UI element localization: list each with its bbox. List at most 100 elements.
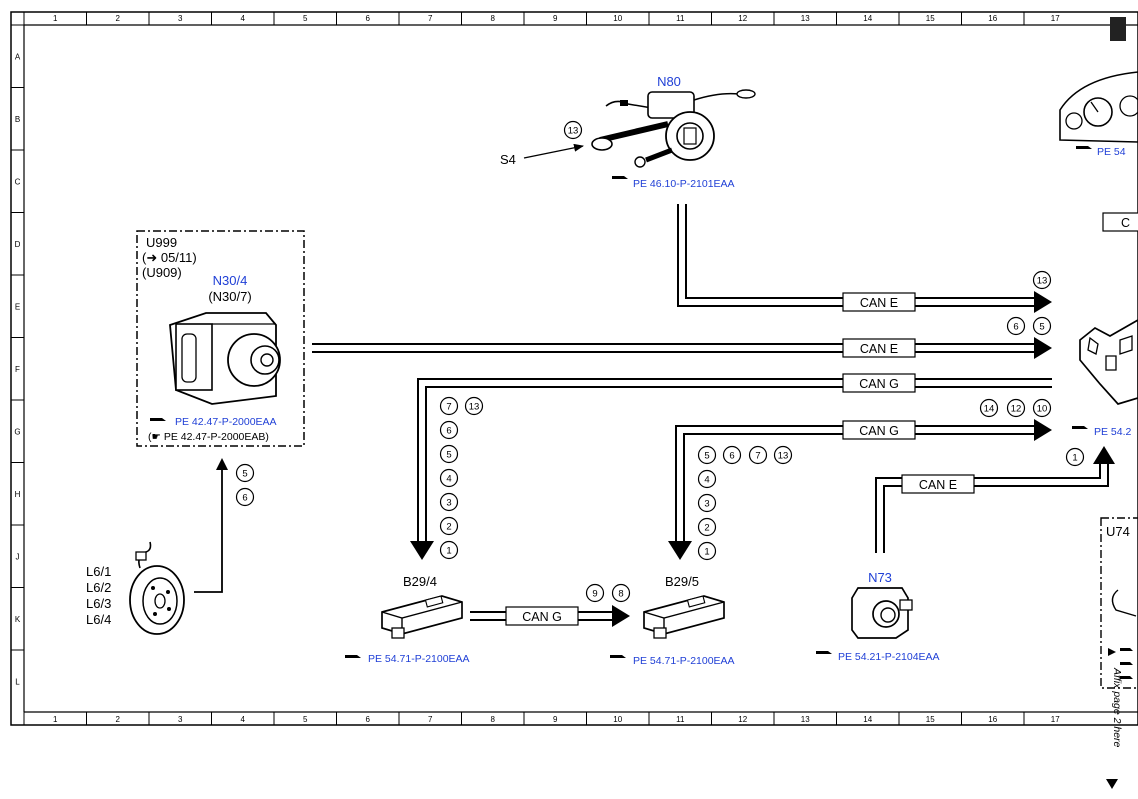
b29-5-code: B29/5 [665,574,699,589]
column-label: 15 [926,14,935,23]
pin-circle [439,396,459,416]
bus-label: CAN G [859,377,899,391]
column-label: 16 [988,715,997,724]
reference-icon [150,418,166,421]
can-g-line-1 [410,378,1052,560]
n30-alt: (N30/7) [208,289,251,304]
reference-icon [816,651,832,654]
bus-label: CAN E [860,296,898,310]
column-label: 8 [491,14,496,23]
partial-label-box [1102,212,1138,232]
bus-label-box [842,338,916,358]
pin-circle [439,516,459,536]
column-label: 7 [428,14,433,23]
pin-number: 12 [1011,404,1022,415]
column-label: 1 [53,715,58,724]
pin-number: 13 [1037,276,1048,287]
pin-number: 5 [1039,322,1044,333]
pin-circle [439,420,459,440]
sensor-arrow [216,458,228,470]
column-label: 1 [53,14,58,23]
s4-arrow [523,143,584,159]
pin-number: 1 [446,546,451,557]
column-label: 11 [676,715,685,724]
ignition-switch-n73: N73 PE 54.21-P-2104EAA [816,570,940,663]
pin-number: 5 [242,469,247,480]
reference-icon [612,176,628,179]
pin-circle [1032,316,1052,336]
right-module-ref: PE 54.2 [1094,426,1132,438]
n30-variant3: (U909) [142,265,182,280]
column-label: 2 [116,14,121,23]
pin-circle [773,445,793,465]
pin-circle [697,517,717,537]
pin-number: 5 [446,450,451,461]
pin-number: 14 [984,404,995,415]
pin-circle [439,468,459,488]
column-label: 9 [553,715,558,724]
n30-variant1: U999 [146,235,177,250]
bus-label-box [842,373,916,393]
pin-number: 6 [729,451,734,462]
drawing-frame: 1122334455667788991010111112121313141415… [10,11,1138,726]
n80-ref: PE 46.10-P-2101EAA [633,178,735,190]
pin-circle [1006,316,1026,336]
pin-number: 2 [446,522,451,533]
partial-label-text: C [1121,216,1130,230]
column-label: 10 [613,715,622,724]
column-label: 13 [801,14,810,23]
pin-number: 8 [618,589,623,600]
column-label: 8 [491,715,496,724]
column-label: 3 [178,715,183,724]
pin-circle [464,396,484,416]
can-e-line-1 [677,204,1052,313]
b29-4-code: B29/4 [403,574,437,589]
row-label: K [15,615,21,624]
pin-number: 6 [446,426,451,437]
u74-partial-box: U74 [1100,517,1138,689]
bus-label: CAN G [859,424,899,438]
reference-icon [610,655,626,658]
sensor-line [194,470,223,593]
column-label: 3 [178,14,183,23]
reference-icon [1072,426,1088,429]
pin-circle [697,445,717,465]
pin-number: 9 [592,589,597,600]
column-label: 2 [116,715,121,724]
pin-number: 4 [446,474,451,485]
pin-number: 7 [446,402,451,413]
column-label: 14 [863,14,872,23]
reference-icon [1076,146,1092,149]
l6-code-4: L6/4 [86,612,111,627]
pin-circle [748,445,768,465]
pin-number: 4 [704,475,709,486]
cluster-ref: PE 54 [1097,146,1126,158]
corner-marker [1110,17,1126,41]
b29-4-ref: PE 54.71-P-2100EAA [368,653,470,665]
pin-circle [979,398,999,418]
column-label: 11 [676,14,685,23]
pin-number: 1 [704,547,709,558]
pin-circle [1065,447,1085,467]
column-label: 4 [241,715,246,724]
n73-ref: PE 54.21-P-2104EAA [838,651,940,663]
column-label: 13 [801,715,810,724]
n30-code: N30/4 [213,273,248,288]
right-control-module-partial: PE 54.2 [1072,319,1138,438]
pin-circle [697,469,717,489]
row-label: D [15,240,21,249]
row-label: L [15,677,20,686]
bus-label-box [901,474,975,494]
bus-label-box [842,420,916,440]
can-g-line-2 [668,419,1052,560]
bus-label: CAN G [522,610,562,624]
column-label: 15 [926,715,935,724]
pin-circle [611,583,631,603]
pin-circle [1032,270,1052,290]
pin-number: 2 [704,523,709,534]
pin-circle [235,487,255,507]
l6-code-3: L6/3 [86,596,111,611]
column-label: 5 [303,14,308,23]
